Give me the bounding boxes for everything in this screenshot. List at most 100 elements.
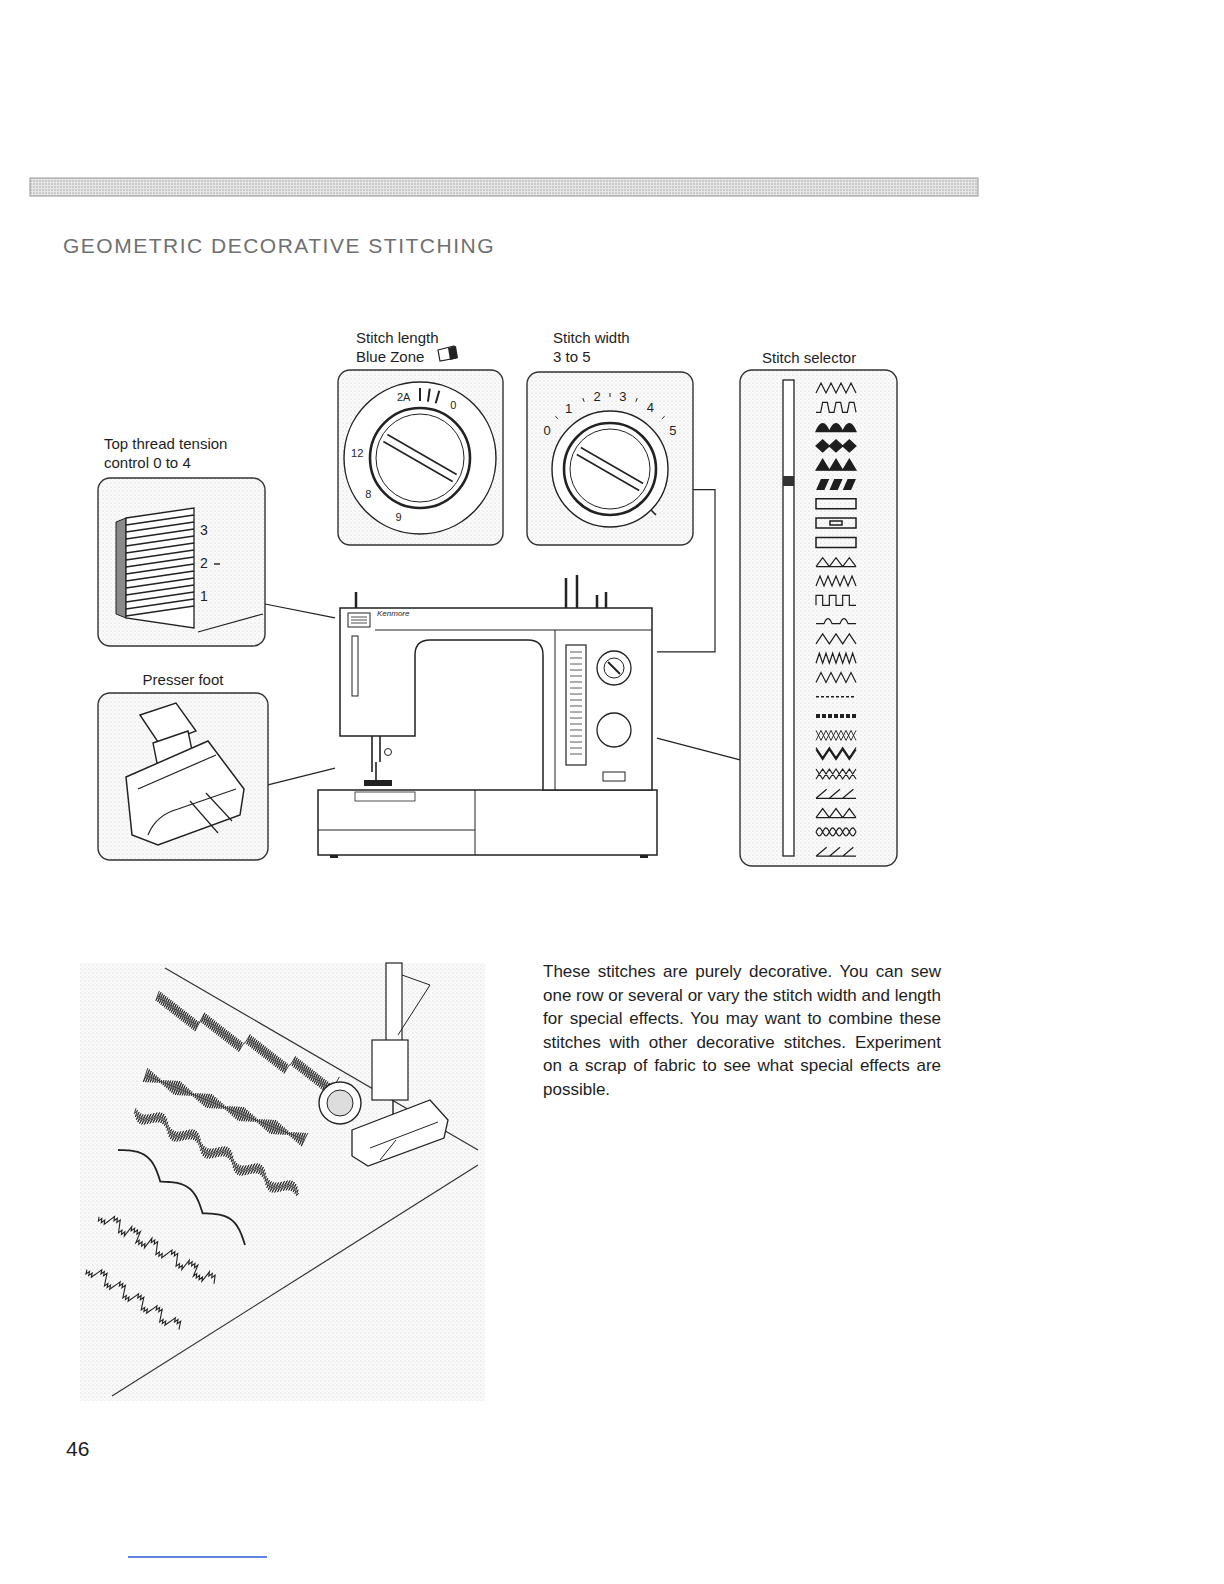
foot [352, 1100, 448, 1166]
stitch-pattern-icon [816, 440, 856, 452]
brand-name: Kenmore [377, 609, 409, 619]
stitch-pattern-symbol [816, 769, 856, 779]
callout-heading: Stitch width 3 to 5 [553, 328, 635, 366]
thread-slot [352, 636, 358, 696]
stitch-pattern-symbol [816, 673, 856, 683]
stitch-pattern-icon [816, 769, 856, 779]
stitch-pattern-icon [816, 673, 856, 683]
stitch-pattern-icon [816, 595, 856, 605]
foot-detail [370, 1122, 438, 1160]
machine-dial [608, 662, 620, 674]
footer-rule [128, 1556, 267, 1558]
machine-body [340, 608, 652, 790]
stitch-pattern-symbol [816, 828, 856, 836]
tension-dial-face [126, 508, 194, 628]
presser-foot-drawing [319, 963, 448, 1166]
pattern-window-marks [570, 652, 582, 754]
machine-foot [330, 855, 338, 858]
presser-foot-callout-shape [98, 693, 268, 860]
stitch-pattern-icon [816, 789, 856, 798]
header-band [30, 178, 978, 196]
stitch-pattern-symbol [816, 789, 856, 798]
stitch-pattern-icon [817, 480, 855, 490]
stitch-pattern-symbol [816, 576, 856, 586]
stitch-row [134, 1108, 298, 1195]
logo-panel [351, 617, 367, 623]
blue-zone-mark [428, 389, 430, 402]
scale-dash [610, 393, 611, 397]
stitch-pattern-symbol [816, 634, 856, 644]
thumbscrew [385, 749, 392, 756]
sewing-machine-shape [335, 585, 657, 855]
stitch-pattern-icon [816, 402, 856, 412]
leader-line [268, 768, 335, 785]
stitch-pattern-symbol [817, 480, 855, 490]
callout-heading: Presser foot [98, 670, 268, 689]
sewing-illustration [80, 963, 485, 1401]
tension-dial-ridges [126, 515, 194, 616]
selector-marker [783, 476, 794, 486]
stitch-selector-callout-shape [740, 370, 897, 866]
callout-frame [527, 372, 693, 545]
stitch-pattern-icon [816, 576, 856, 586]
stitch-pattern-icon [816, 696, 856, 697]
blue-zone-mark [419, 388, 421, 401]
sewing-machine: Kenmore [335, 585, 657, 855]
knob [370, 408, 470, 508]
tension-control-callout: Top thread tension control 0 to 4321 [98, 478, 265, 646]
tension-number: 2 [200, 555, 208, 573]
stitch-width-callout-shape [527, 372, 693, 545]
callout-heading: Top thread tension control 0 to 4 [104, 434, 244, 472]
thumbscrew [327, 1090, 353, 1116]
knob-slot [383, 435, 456, 482]
leader-line [657, 738, 740, 760]
dial-number: 5 [669, 423, 676, 436]
stitch-pattern-icon [816, 748, 856, 760]
stitch-pattern-icon [816, 383, 856, 393]
stitch-pattern-symbol [816, 440, 856, 452]
selector-slot [783, 380, 794, 856]
tension-dial-side [116, 518, 126, 618]
stitch-pattern-icon [816, 716, 856, 717]
housing-edge [198, 614, 263, 632]
scale-tick [214, 563, 220, 564]
stitch-pattern-symbol [816, 424, 856, 432]
dial-ring [344, 382, 496, 534]
machine-base [318, 790, 657, 855]
stitch-row [98, 1217, 215, 1284]
machine-foot [640, 855, 648, 858]
stitch-pattern-symbol [816, 383, 856, 393]
dial-number: 4 [647, 400, 654, 413]
stitch-pattern-symbol [816, 714, 856, 718]
stitch-pattern-icon [816, 828, 856, 836]
dial-number: 9 [395, 512, 401, 523]
machine-dial [597, 651, 631, 685]
machine-dial [597, 713, 631, 747]
dial-number: 8 [365, 489, 371, 500]
blue-zone-icon [448, 346, 458, 360]
stitch-pattern-icon [816, 424, 856, 432]
callout-frame [98, 478, 265, 646]
scale-dash [662, 416, 665, 419]
dial-pointer [651, 510, 656, 515]
needle-plate [355, 792, 415, 801]
reverse-button [603, 772, 625, 781]
stitch-pattern-symbol [816, 748, 856, 760]
stitch-pattern-icon [816, 459, 856, 470]
stitch-pattern-icon [816, 518, 856, 528]
presser-foot-callout: Presser foot [98, 693, 268, 860]
callout-frame [98, 693, 268, 860]
stitch-pattern-symbol [816, 518, 856, 528]
knob [376, 414, 464, 502]
machine-dial [604, 658, 624, 678]
stitch-pattern-symbol [816, 730, 856, 740]
scale-dash [583, 398, 584, 402]
illustration-ground [80, 963, 485, 1401]
stitch-pattern-icon [816, 558, 856, 567]
stitch-pattern-symbol [816, 402, 856, 412]
dial-number: 2 [594, 390, 601, 403]
stitch-pattern-symbol [816, 595, 856, 605]
tension-number: 3 [200, 522, 208, 540]
stitch-pattern-icon [816, 809, 856, 818]
